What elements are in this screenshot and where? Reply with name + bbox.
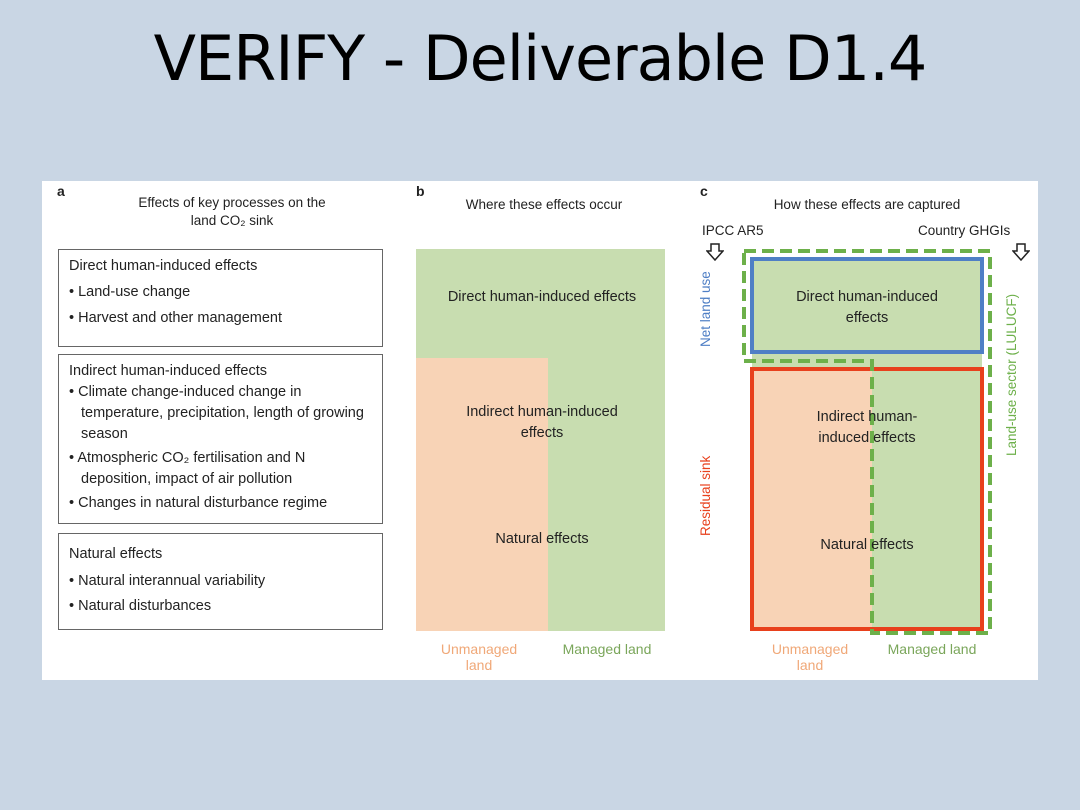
- panel-a-heading-line2: land CO₂ sink: [190, 213, 274, 228]
- lulucf-dashed-outline: [742, 249, 992, 635]
- list-item: Atmospheric CO₂ fertilisation and N depo…: [69, 448, 372, 490]
- list-item: Natural disturbances: [69, 596, 372, 617]
- indirect-effects-box: Indirect human-induced effects Climate c…: [58, 354, 383, 524]
- panel-c-indirect-label: Indirect human-induced effects: [816, 409, 918, 446]
- direct-effects-box: Direct human-induced effects Land-use ch…: [58, 249, 383, 347]
- list-item: Harvest and other management: [69, 308, 372, 329]
- panel-b-indirect-label: Indirect human-induced effects: [466, 404, 618, 441]
- natural-effects-box: Natural effects Natural interannual vari…: [58, 533, 383, 630]
- figure: a Effects of key processes on the land C…: [42, 181, 1038, 680]
- unmanaged-land-area: [416, 358, 548, 631]
- indirect-effects-title: Indirect human-induced effects: [69, 363, 268, 379]
- panel-c-heading: How these effects are captured: [773, 197, 961, 212]
- list-item: Natural interannual variability: [69, 571, 372, 592]
- residual-sink-box: [750, 367, 984, 631]
- ipcc-label: IPCC AR5: [702, 223, 764, 238]
- list-item: Climate change-induced change in tempera…: [69, 382, 372, 445]
- panel-c-letter: c: [700, 183, 708, 199]
- panel-a-letter: a: [57, 183, 65, 199]
- panel-b-managed-label: Managed land: [562, 641, 652, 657]
- panel-b-natural-label: Natural effects: [495, 531, 589, 547]
- country-ghgis-label: Country GHGIs: [918, 223, 1011, 238]
- panel-a-heading: Effects of key processes on the land CO₂…: [72, 194, 392, 230]
- panel-c-direct-label: Direct human-induced effects: [796, 289, 938, 326]
- panel-c-managed-label: Managed land: [887, 641, 977, 657]
- panel-b-direct-label: Direct human-induced effects: [447, 289, 637, 305]
- panel-b-unmanaged-label: Unmanaged land: [440, 641, 518, 673]
- panel-a-heading-line1: Effects of key processes on the: [138, 195, 326, 210]
- ipcc-arrow-icon: [706, 243, 724, 261]
- country-arrow-icon: [1012, 243, 1030, 261]
- lulucf-label: Land-use sector (LULUCF): [1004, 293, 1019, 457]
- panel-c-unmanaged-label: Unmanaged land: [771, 641, 849, 673]
- list-item: Changes in natural disturbance regime: [69, 493, 372, 514]
- slide-title: VERIFY - Deliverable D1.4: [153, 22, 928, 95]
- residual-sink-label: Residual sink: [698, 455, 713, 537]
- natural-effects-title: Natural effects: [69, 546, 163, 562]
- panel-b-letter: b: [416, 183, 425, 199]
- net-land-use-box: [750, 257, 984, 354]
- list-item: Land-use change: [69, 282, 372, 303]
- net-land-use-label: Net land use: [698, 271, 713, 347]
- panel-c-natural-label: Natural effects: [820, 537, 914, 553]
- panel-b-heading: Where these effects occur: [465, 197, 623, 212]
- panel-c-unmanaged-area: [752, 369, 872, 629]
- direct-effects-title: Direct human-induced effects: [69, 258, 258, 274]
